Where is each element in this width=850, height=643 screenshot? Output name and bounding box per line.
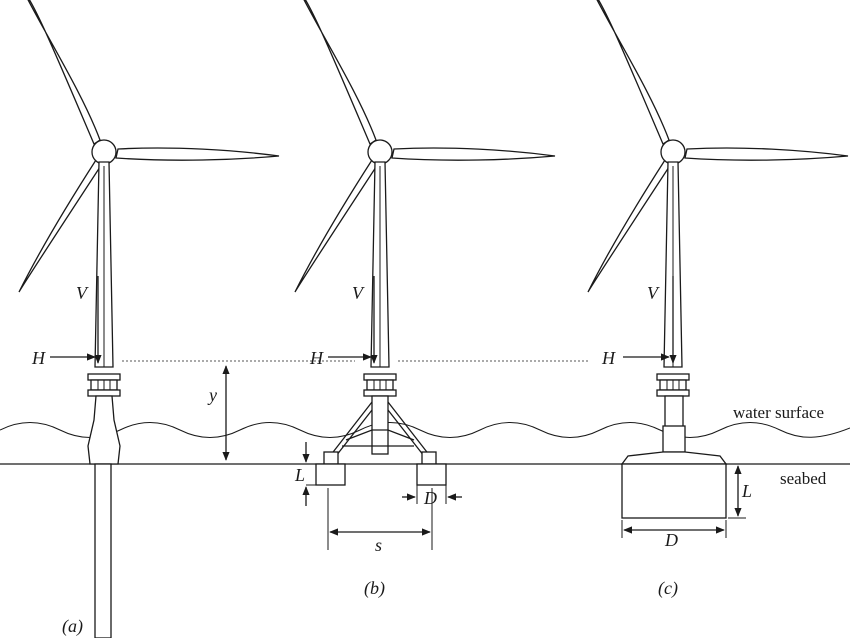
vertical-load-label: V [352,283,365,303]
water-surface-label: water surface [733,403,824,422]
horizontal-load-label: H [601,348,616,368]
horizontal-load-label: H [31,348,46,368]
bucket-diameter-label: D [423,488,437,508]
height-label: y [207,385,217,405]
turbine-a: V H [18,0,280,639]
panel-label-c: (c) [658,578,678,599]
vertical-load-label: V [647,283,660,303]
caisson-top [620,451,728,465]
turbine-b: V H L D s [294,0,556,555]
caisson-length-label: L [741,481,752,501]
monopile [94,463,112,639]
horizontal-load-label: H [309,348,324,368]
bucket-length-label: L [294,465,305,485]
caisson [621,463,727,519]
turbine-c: V H L D [587,0,849,550]
panel-label-b: (b) [364,578,385,599]
seabed-label: seabed [780,469,827,488]
bucket-right [416,463,447,486]
panel-label-a: (a) [62,616,83,637]
caisson-diameter-label: D [664,530,678,550]
water-surface-wave [0,422,850,438]
spacing-label: s [375,535,382,555]
vertical-load-label: V [76,283,89,303]
bucket-left [315,463,346,486]
